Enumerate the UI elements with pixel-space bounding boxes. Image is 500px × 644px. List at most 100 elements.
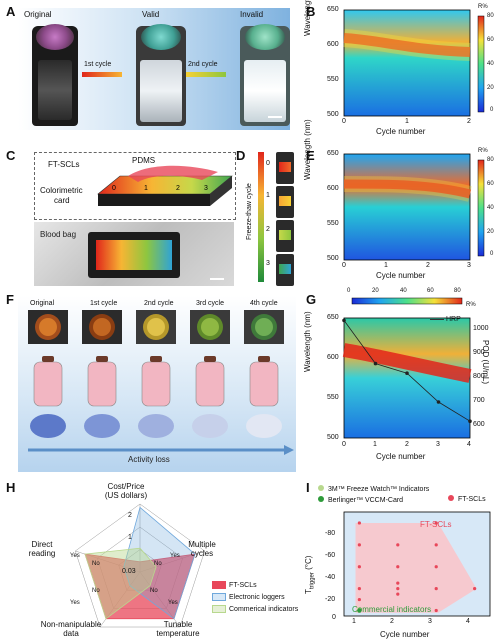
scale-bar-a: [268, 116, 282, 118]
ytick-e-550: 550: [327, 220, 339, 227]
xtick-g-1: 1: [373, 441, 377, 448]
d-tick-3: 3: [266, 260, 270, 267]
ytick-i-m60: -60: [325, 552, 336, 559]
xlabel-g: Cycle number: [376, 452, 426, 461]
radar-yes-3: Yes: [70, 600, 80, 606]
y2tick-g-800: 800: [473, 373, 485, 380]
point-0: [396, 581, 400, 585]
cbar-tick-b-0: 0: [490, 107, 494, 113]
d-tick-1: 1: [266, 192, 270, 199]
radar-grid-ring: [75, 503, 205, 628]
cbar-tick-g-60: 60: [427, 288, 434, 294]
ytick-g-600: 600: [327, 354, 339, 361]
xtick-b-1: 1: [405, 118, 409, 125]
point-0: [434, 608, 438, 613]
cbar-tick-g-80: 80: [454, 288, 461, 294]
region-label-ftscls: FT-SCLs: [420, 520, 452, 529]
d-tick-2: 2: [266, 226, 270, 233]
ylabel-g: Wavelength (nm): [303, 311, 312, 372]
ytick-e-650: 650: [327, 150, 339, 157]
point-0: [396, 587, 400, 591]
panel-f-illustration: [28, 310, 294, 455]
d-background: [274, 150, 298, 288]
ytick-e-500: 500: [327, 255, 339, 262]
cbar-tick-e-0: 0: [490, 251, 494, 257]
radar-no-2: No: [150, 588, 158, 594]
xtick-e-3: 3: [467, 262, 471, 269]
d-strip-1: [276, 186, 294, 218]
freeze-thaw-arrow: [258, 152, 264, 282]
card-number-3: 3: [204, 185, 208, 192]
legend-3m: 3M™ Freeze Watch™ Indicators: [318, 484, 429, 495]
label-f-1st: 1st cycle: [90, 300, 118, 307]
ytick-g-550: 550: [327, 394, 339, 401]
radar-h: [75, 503, 205, 628]
radar-series-1: [123, 506, 196, 620]
y2tick-g-900: 900: [473, 349, 485, 356]
ylabel-e: Wavelength (nm): [303, 119, 312, 180]
vial-original: [32, 24, 78, 126]
radar-axis-cost: Cost/Price(US dollars): [104, 482, 148, 500]
ftscl-region: [355, 522, 477, 613]
point-0: [357, 597, 361, 602]
cbar-tick-g-0: 0: [347, 288, 351, 294]
xtick-g-4: 4: [467, 441, 471, 448]
label-colorimetric: Colorimetric: [40, 186, 83, 195]
hrp-point: [468, 419, 472, 423]
label-original-a: Original: [24, 10, 52, 19]
point-0: [396, 592, 400, 596]
cbar-tick-b-80: 80: [487, 13, 494, 19]
panel-letter-e: E: [306, 148, 315, 163]
ytick-b-500: 500: [327, 111, 339, 118]
xtick-i-4: 4: [466, 618, 470, 625]
cbar-tick-e-40: 40: [487, 205, 494, 211]
panel-a-photo: [18, 8, 290, 130]
y2tick-g-600: 600: [473, 421, 485, 428]
label-invalid: Invalid: [240, 10, 264, 19]
xlabel-i: Cycle number: [380, 630, 430, 639]
label-blood-bag: Blood bag: [40, 230, 77, 239]
label-2nd-cycle-a: 2nd cycle: [188, 61, 218, 68]
xtick-e-2: 2: [426, 262, 430, 269]
ytick-i-m40: -40: [325, 574, 336, 581]
radar-legend: FT-SCLs Electronic loggers Commerical in…: [212, 580, 298, 616]
label-1st-cycle-a: 1st cycle: [84, 61, 112, 68]
xtick-b-0: 0: [342, 118, 346, 125]
hrp-point: [405, 371, 409, 375]
cbar-tick-e-20: 20: [487, 229, 494, 235]
d-strip-3: [276, 254, 294, 286]
y2label-g: POD (U/mL): [481, 340, 490, 384]
xtick-b-2: 2: [467, 118, 471, 125]
hrp-point: [342, 318, 346, 323]
cbar-title-e: R%: [478, 148, 488, 154]
heatmap-g: [342, 297, 472, 439]
point-0: [357, 587, 361, 591]
vial-invalid: [240, 24, 290, 126]
arrow-2nd-cycle: [186, 72, 226, 77]
cbar-tick-e-80: 80: [487, 157, 494, 163]
point-0: [434, 521, 438, 525]
y2tick-g-1000: 1000: [473, 325, 489, 332]
radar-series-2: [84, 547, 157, 620]
ytick-i-m80: -80: [325, 530, 336, 537]
cbar-tick-g-20: 20: [372, 288, 379, 294]
panel-letter-i: I: [306, 480, 310, 495]
scatter-i: [343, 511, 491, 617]
radar-yes-2: Yes: [168, 600, 178, 606]
ytick-i-0: 0: [332, 614, 336, 621]
label-card: card: [54, 196, 70, 205]
panel-letter-h: H: [6, 480, 16, 495]
label-f-original: Original: [30, 300, 55, 307]
arrow-1st-cycle: [82, 72, 122, 77]
point-0: [434, 565, 438, 569]
heatmap-e: [343, 153, 485, 261]
radar-value-1: 1: [128, 534, 132, 541]
cbar-title-b: R%: [478, 4, 488, 10]
hrp-point: [373, 361, 378, 366]
radar-yes-4: Yes: [70, 553, 80, 559]
panel-letter-c: C: [6, 148, 16, 163]
colorimetric-card-illustration: 0 1 2 3: [97, 165, 233, 206]
